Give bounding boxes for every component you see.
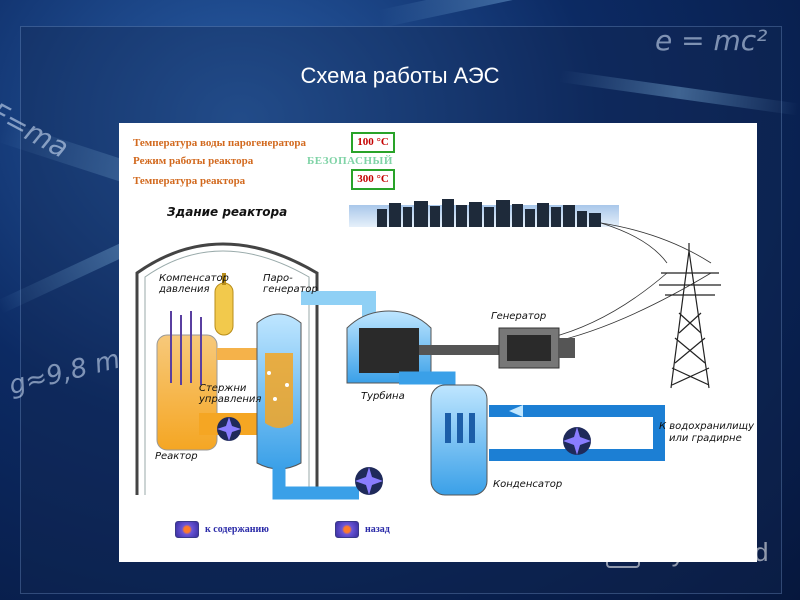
reservoir-label-line2: или градирне bbox=[669, 433, 742, 444]
generator-label: Генератор bbox=[491, 311, 547, 322]
back-button[interactable]: назад bbox=[335, 521, 390, 538]
contents-button-label: к содержанию bbox=[205, 524, 269, 535]
reactor-building-label: Здание реактора bbox=[167, 205, 288, 219]
reactor-building bbox=[135, 242, 319, 495]
reservoir-label-line1: К водохранилищу bbox=[659, 421, 754, 432]
reactor-mode-value: БЕЗОПАСНЫЙ bbox=[307, 155, 393, 167]
condensate-pump bbox=[355, 467, 383, 495]
slide-title: Схема работы АЭС bbox=[300, 63, 500, 88]
steam-generator bbox=[256, 313, 302, 470]
control-rods bbox=[170, 311, 202, 385]
reactor-label: Реактор bbox=[155, 451, 198, 462]
turbine-label: Турбина bbox=[361, 391, 405, 402]
generator bbox=[498, 327, 575, 369]
city-skyline bbox=[349, 199, 619, 227]
formula-emc2: e = mc² bbox=[655, 24, 768, 57]
nav-bullet-icon bbox=[175, 521, 199, 538]
back-button-label: назад bbox=[365, 524, 390, 535]
npp-diagram-panel: Температура воды парогенератора 100 °С Р… bbox=[119, 123, 757, 562]
steam-gen-temp-value: 100 °С bbox=[351, 132, 395, 153]
cooling-flow-arrow bbox=[509, 405, 523, 417]
condenser-label: Конденсатор bbox=[493, 479, 563, 490]
contents-button[interactable]: к содержанию bbox=[175, 521, 269, 538]
turbine bbox=[346, 310, 499, 384]
steam-generator-label: Паро- генератор bbox=[263, 273, 318, 295]
watermark-text: MyShared bbox=[650, 536, 769, 567]
pressurizer-label: Компенсатор давления bbox=[159, 273, 229, 295]
primary-pump bbox=[217, 417, 241, 441]
watermark: MyShared bbox=[606, 536, 769, 568]
nav-bullet-icon bbox=[335, 521, 359, 538]
npp-diagram-graphic bbox=[135, 199, 721, 500]
reactor-temp-label: Температура реактора bbox=[133, 175, 246, 187]
reactor-mode-label: Режим работы реактора bbox=[133, 155, 254, 167]
reactor-temp-value: 300 °С bbox=[351, 169, 395, 190]
control-rods-label: Стержни управления bbox=[199, 383, 262, 405]
steam-gen-temp-label: Температура воды парогенератора bbox=[133, 137, 307, 149]
condenser bbox=[430, 384, 488, 496]
cooling-pump bbox=[563, 427, 591, 455]
transmission-tower bbox=[659, 243, 721, 389]
presentation-icon bbox=[606, 536, 640, 568]
power-lines bbox=[548, 222, 712, 344]
